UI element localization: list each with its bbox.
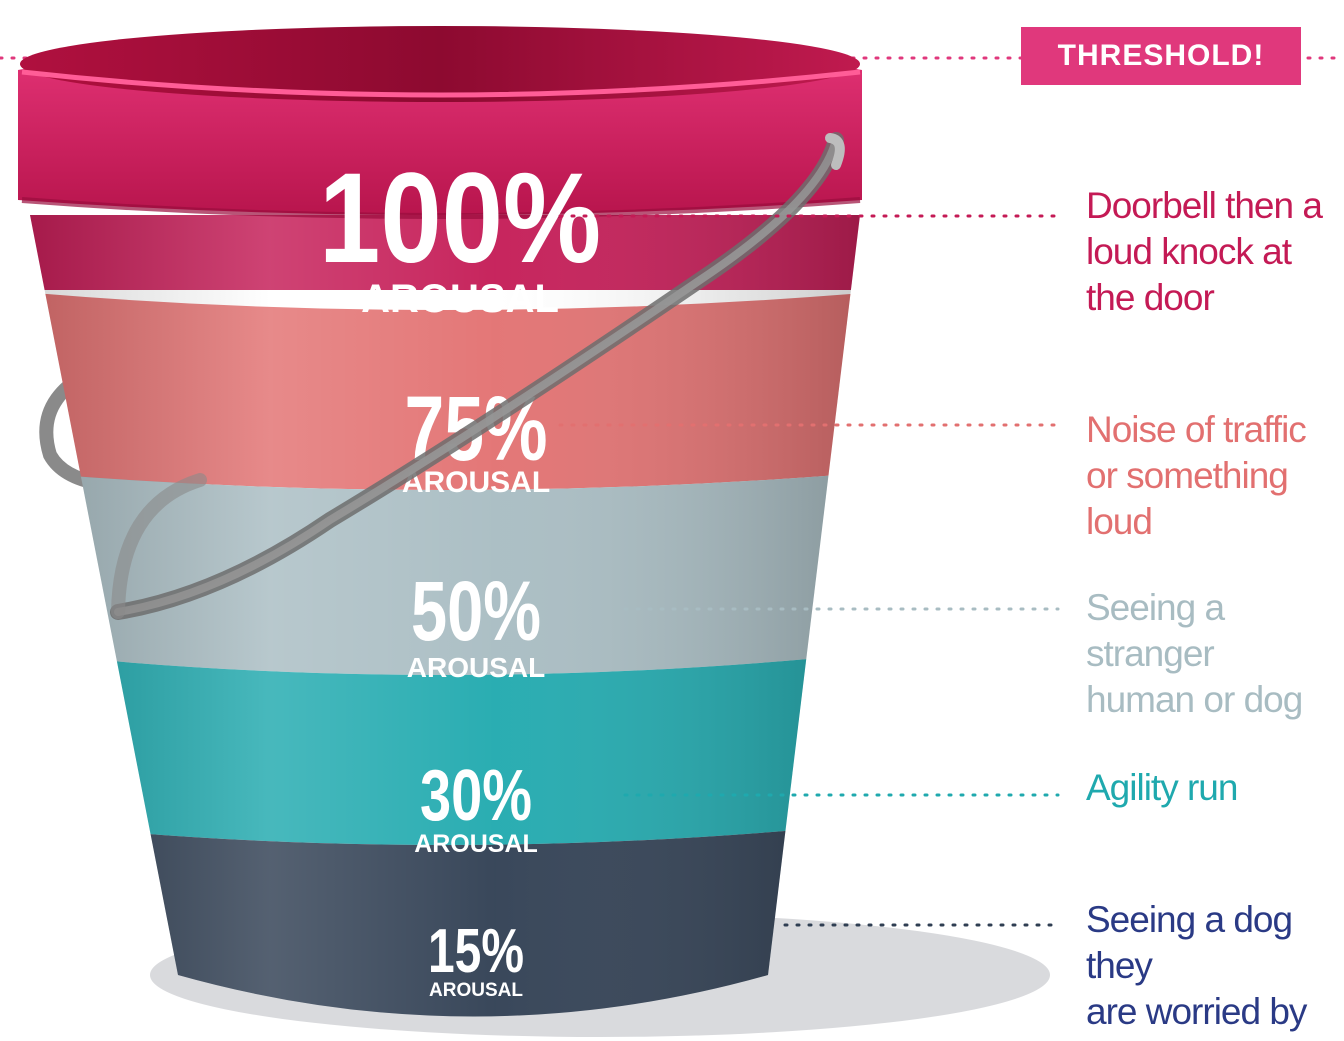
percent-label-4: 15% xyxy=(428,917,524,986)
arousal-caption-1: AROUSAL xyxy=(402,466,550,499)
trigger-30: Agility run xyxy=(1086,767,1238,808)
percent-label-3: 30% xyxy=(420,756,532,836)
trigger-15: Seeing a dog they are worried by xyxy=(1086,899,1307,1032)
trigger-75: Noise of traffic or something loud xyxy=(1086,409,1307,542)
handle-top xyxy=(825,133,845,170)
percent-label-0: 100% xyxy=(319,147,601,290)
arousal-caption-4: AROUSAL xyxy=(429,980,523,1001)
threshold-badge: THRESHOLD! xyxy=(1021,27,1301,85)
handle-left-hook xyxy=(111,473,207,619)
rim-highlight xyxy=(21,69,861,98)
arousal-caption-3: AROUSAL xyxy=(414,830,538,858)
handle-front-highlight xyxy=(114,136,840,616)
percent-label-2: 50% xyxy=(411,564,541,658)
bucket-opening xyxy=(20,26,860,102)
trigger-50: Seeing a stranger human or dog xyxy=(1086,587,1303,720)
bucket-shine xyxy=(30,215,860,1017)
arousal-caption-2: AROUSAL xyxy=(407,652,545,683)
rim-shadow xyxy=(21,197,861,219)
trigger-100: Doorbell then a loud knock at the door xyxy=(1086,185,1323,318)
arousal-caption-0: AROUSAL xyxy=(361,277,559,321)
